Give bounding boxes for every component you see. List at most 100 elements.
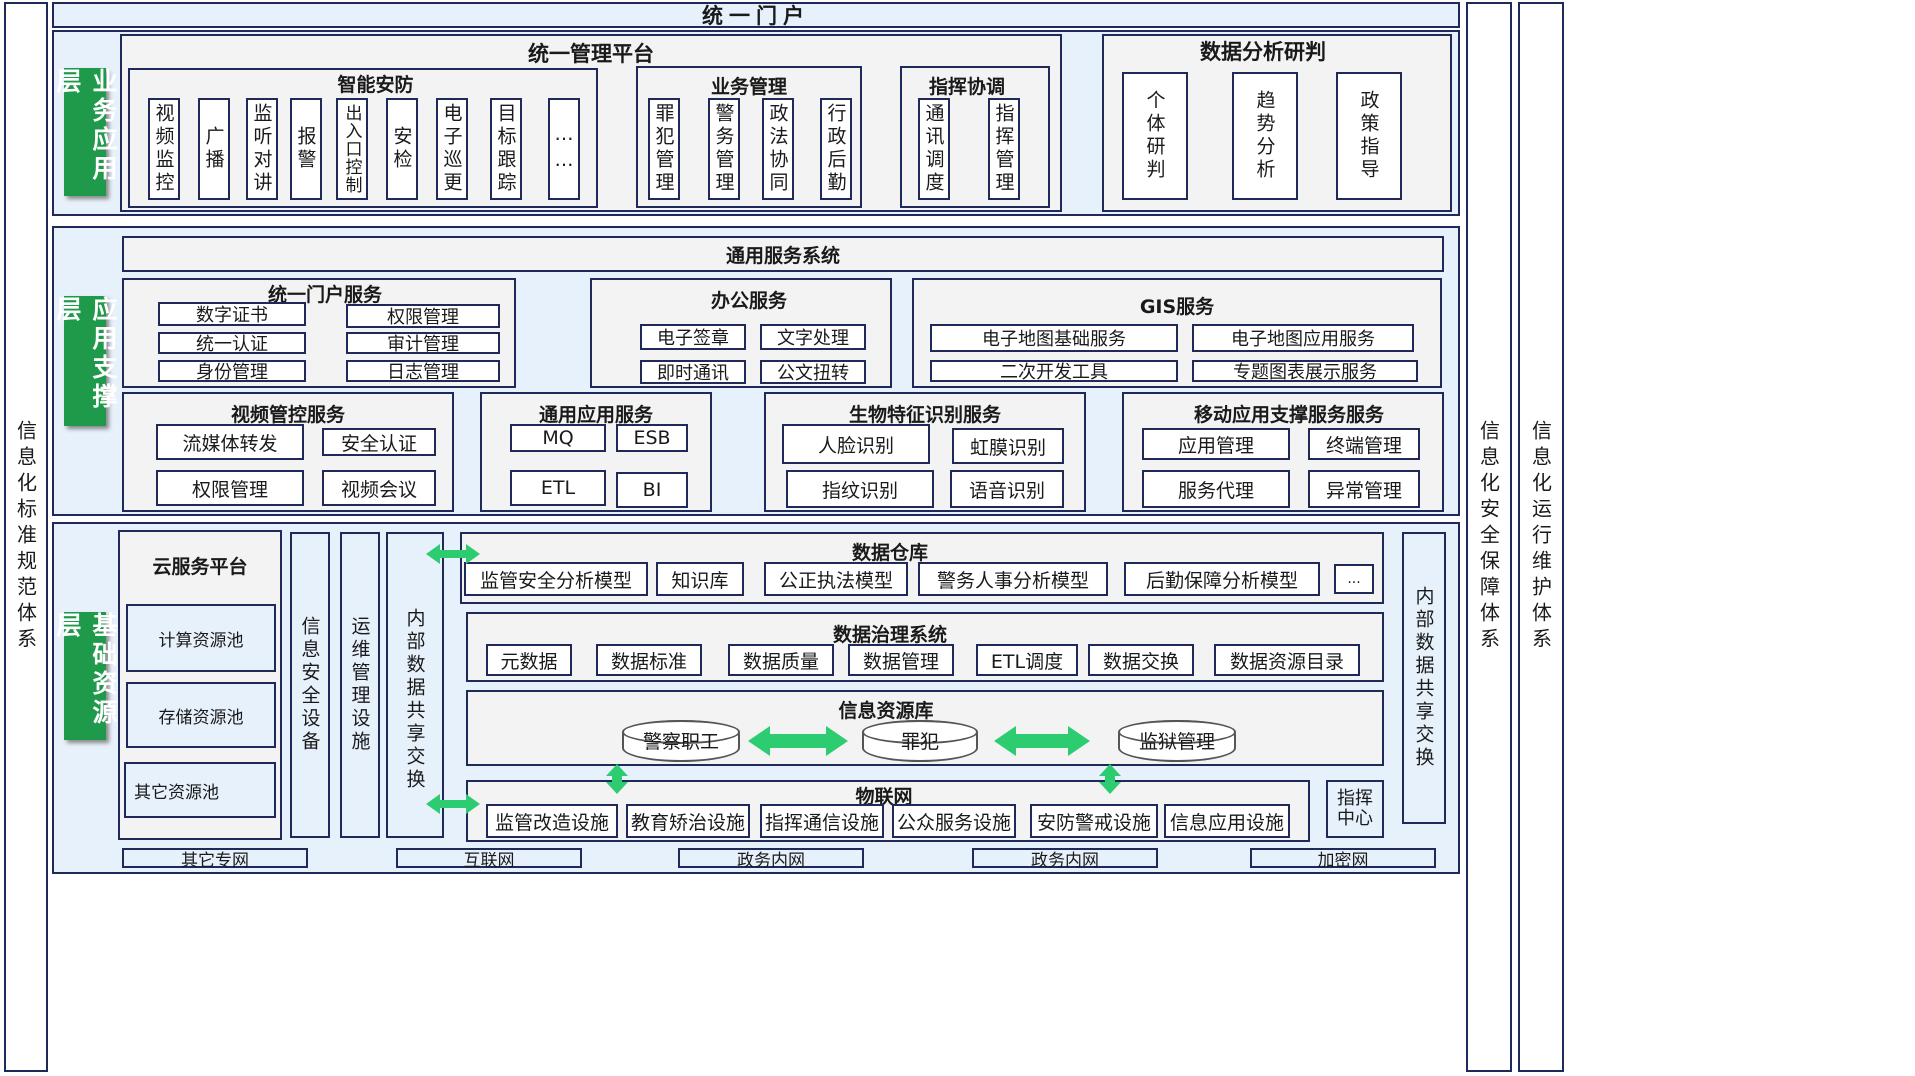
iot-title: 物联网 xyxy=(855,786,913,808)
prisoner-mgmt-box: 罪犯管理 xyxy=(648,98,680,200)
business-affairs-title: 业务管理 xyxy=(710,76,787,98)
stream-forward-box: 流媒体转发 xyxy=(156,424,304,460)
logistics-model-box: 后勤保障分析模型 xyxy=(1124,562,1320,596)
map-basic-box: 电子地图基础服务 xyxy=(930,324,1178,352)
etl-schedule-box: ETL调度 xyxy=(976,644,1078,676)
data-catalog-box: 数据资源目录 xyxy=(1214,644,1360,676)
doc-flow-box: 公文扭转 xyxy=(760,360,866,384)
compute-pool-box: 计算资源池 xyxy=(126,604,276,672)
storage-pool-box: 存储资源池 xyxy=(126,682,276,748)
command-comm-box: 指挥通信设施 xyxy=(760,804,884,838)
digital-cert-box: 数字证书 xyxy=(158,302,306,326)
video-perm-box: 权限管理 xyxy=(156,470,304,506)
network-internet: 互联网 xyxy=(396,848,582,871)
metadata-box: 元数据 xyxy=(486,644,572,676)
target-tracking-box: 目标跟踪 xyxy=(490,98,522,200)
e-signature-box: 电子签章 xyxy=(640,324,746,350)
gis-service-title: GIS服务 xyxy=(1139,296,1215,318)
mobile-service-title: 移动应用支撑服务服务 xyxy=(1193,404,1384,426)
general-service-bar: 通用服务系统 xyxy=(122,236,1444,272)
data-mgmt-box: 数据管理 xyxy=(848,644,954,676)
info-security-device: 信息安全设备 xyxy=(290,532,330,838)
fingerprint-box: 指纹识别 xyxy=(786,470,934,508)
access-control-box: 出入口控制 xyxy=(336,98,368,200)
police-mgmt-box: 警务管理 xyxy=(708,98,740,200)
prison-mgmt-db: 监狱管理 xyxy=(1118,720,1236,762)
warehouse-more-box: ... xyxy=(1334,564,1374,594)
portal-service-title: 统一门户服务 xyxy=(267,284,382,306)
data-exchange-right: 内部数据共享交换 xyxy=(1402,532,1446,824)
bio-service-title: 生物特征识别服务 xyxy=(848,404,1001,426)
chart-display-box: 专题图表展示服务 xyxy=(1192,360,1418,383)
arrow-prisoner-prison xyxy=(994,726,1090,756)
data-analysis-title: 数据分析研判 xyxy=(1200,40,1326,64)
broadcast-box: 广播 xyxy=(198,98,230,200)
instant-msg-box: 即时通讯 xyxy=(640,360,746,384)
app-mgmt-box: 应用管理 xyxy=(1142,428,1290,460)
arrow-staff-prisoner xyxy=(748,726,848,756)
audit-mgmt-box: 审计管理 xyxy=(346,332,500,355)
arrow-vertical-left xyxy=(606,764,628,794)
side-left-standards: 信息化标准规范体系 xyxy=(4,2,48,1072)
mq-box: MQ xyxy=(510,424,606,452)
terminal-mgmt-box: 终端管理 xyxy=(1308,428,1420,460)
network-gov-1: 政务内网 xyxy=(678,848,864,871)
identity-mgmt-box: 身份管理 xyxy=(158,360,306,383)
side-right-ops-label: 信息化运行维护体系 xyxy=(1528,420,1553,654)
text-process-box: 文字处理 xyxy=(760,324,866,350)
command-center-box: 指挥中心 xyxy=(1326,780,1384,838)
education-facility-box: 教育矫治设施 xyxy=(626,804,750,838)
support-layer-label: 应用支撑层 xyxy=(53,296,118,426)
side-left-label: 信息化标准规范体系 xyxy=(13,420,38,654)
knowledge-base-box: 知识库 xyxy=(656,562,744,596)
side-right-security: 信息化安全保障体系 xyxy=(1466,2,1512,1072)
business-layer-label: 业务应用层 xyxy=(53,68,118,196)
legal-coop-box: 政法协同 xyxy=(762,98,794,200)
network-other: 其它专网 xyxy=(122,848,308,871)
esb-box: ESB xyxy=(616,424,688,452)
unified-auth-box: 统一认证 xyxy=(158,332,306,355)
video-monitor-box: 视频监控 xyxy=(148,98,180,200)
arrow-warehouse-exchange xyxy=(426,544,480,564)
log-mgmt-box: 日志管理 xyxy=(346,360,500,383)
etl-box: ETL xyxy=(510,470,606,506)
supervision-model-box: 监管安全分析模型 xyxy=(464,562,648,596)
permission-mgmt-box: 权限管理 xyxy=(346,304,500,328)
policy-guide-box: 政策指导 xyxy=(1336,72,1402,200)
bi-box: BI xyxy=(616,472,688,508)
individual-judge-box: 个体研判 xyxy=(1122,72,1188,200)
side-right-ops: 信息化运行维护体系 xyxy=(1518,2,1564,1072)
portal-title: 统一门户 xyxy=(702,4,810,28)
voice-recog-box: 语音识别 xyxy=(950,470,1064,508)
network-gov-2: 政务内网 xyxy=(972,848,1158,871)
police-staff-db: 警察职工 xyxy=(622,720,740,762)
service-proxy-box: 服务代理 xyxy=(1142,470,1290,508)
data-warehouse-title: 数据仓库 xyxy=(851,542,928,564)
cloud-platform-title: 云服务平台 xyxy=(152,556,248,578)
video-meeting-box: 视频会议 xyxy=(322,470,436,506)
reform-facility-box: 监管改造设施 xyxy=(486,804,618,838)
info-resource-title: 信息资源库 xyxy=(838,700,934,722)
ops-mgmt-facility: 运维管理设施 xyxy=(340,532,380,838)
data-standard-box: 数据标准 xyxy=(596,644,702,676)
info-app-box: 信息应用设施 xyxy=(1164,804,1290,838)
security-check-box: 安检 xyxy=(386,98,418,200)
more-box: …… xyxy=(548,98,580,200)
alarm-box: 报警 xyxy=(290,98,322,200)
dispatch-box: 通讯调度 xyxy=(918,98,950,200)
intercom-box: 监听对讲 xyxy=(246,98,278,200)
exception-mgmt-box: 异常管理 xyxy=(1308,470,1420,508)
security-guard-box: 安防警戒设施 xyxy=(1030,804,1158,838)
patrol-box: 电子巡更 xyxy=(436,98,468,200)
dev-tools-box: 二次开发工具 xyxy=(930,360,1178,383)
office-service-title: 办公服务 xyxy=(710,290,787,312)
portal-bar: 统一门户 xyxy=(52,2,1460,28)
network-encrypted: 加密网 xyxy=(1250,848,1436,871)
video-service-title: 视频管控服务 xyxy=(230,404,345,426)
security-auth-box: 安全认证 xyxy=(322,428,436,456)
law-enforce-model-box: 公正执法模型 xyxy=(764,562,908,596)
map-app-box: 电子地图应用服务 xyxy=(1192,324,1414,352)
public-service-box: 公众服务设施 xyxy=(892,804,1016,838)
foundation-layer-label: 基础资源层 xyxy=(53,612,118,740)
